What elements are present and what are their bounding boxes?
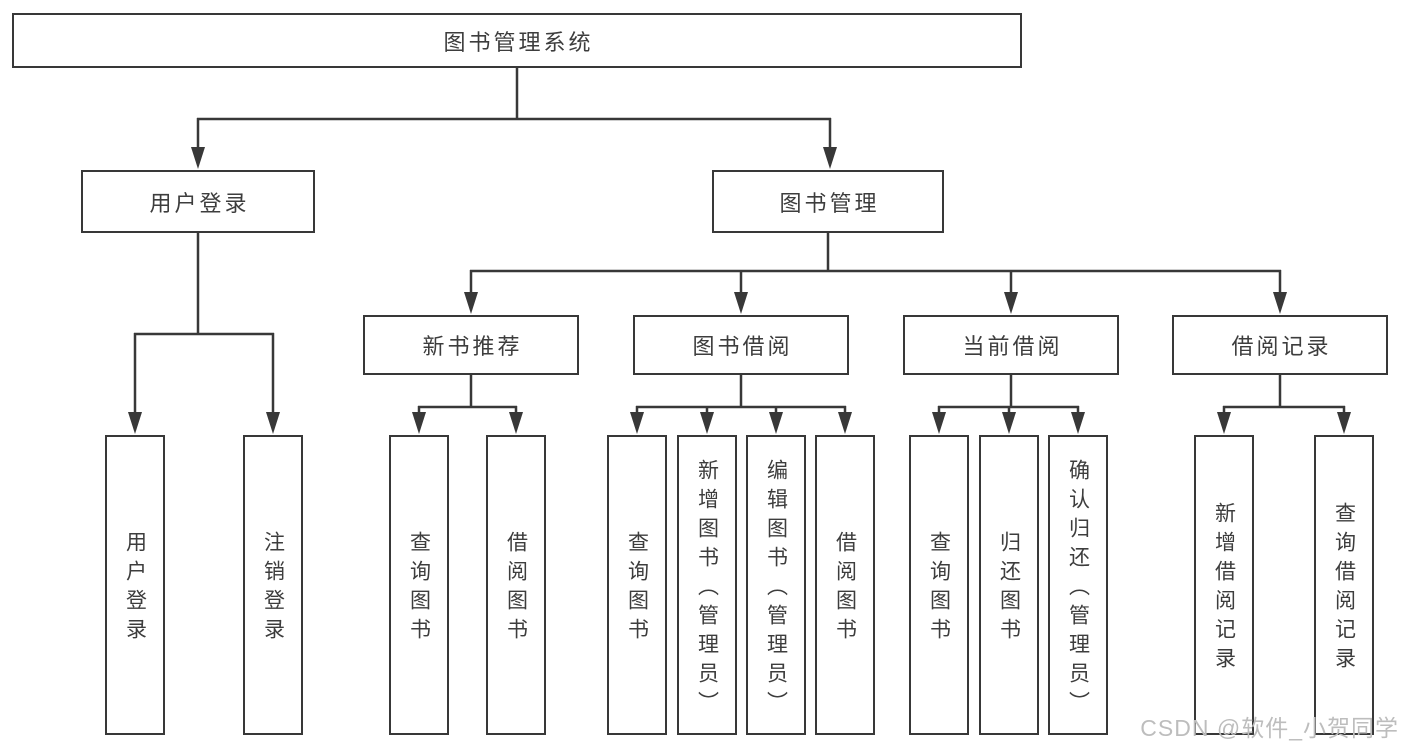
- leaf-logout-login-label: 注销登录: [261, 531, 285, 647]
- node-borrow-records-label: 借阅记录: [1231, 334, 1332, 359]
- leaf-query-books-newbook-label: 查询图书: [407, 531, 431, 647]
- connector-userlogin-to-leaves: [133, 233, 275, 415]
- leaf-confirm-return-admin: 确认归还（管理员）: [1048, 435, 1108, 735]
- node-library-system: 图书管理系统: [12, 13, 1022, 68]
- leaf-borrow-books-borrow-label: 借阅图书: [833, 531, 857, 647]
- leaf-query-books-current: 查询图书: [909, 435, 969, 735]
- leaf-logout-login: 注销登录: [243, 435, 303, 735]
- connector-newbook-to-leaves: [417, 375, 518, 416]
- node-current-borrow-label: 当前借阅: [962, 334, 1063, 359]
- leaf-borrow-books-borrow: 借阅图书: [815, 435, 875, 735]
- leaf-query-books-borrow-label: 查询图书: [625, 531, 649, 647]
- leaf-add-book-admin: 新增图书（管理员）: [677, 435, 737, 735]
- node-new-book-recommend: 新书推荐: [363, 315, 579, 375]
- leaf-query-borrow-record: 查询借阅记录: [1314, 435, 1374, 735]
- watermark: CSDN @软件_小贺同学: [1140, 715, 1399, 741]
- connector-borrowrecord-to-leaves: [1222, 375, 1346, 416]
- leaf-query-borrow-record-label: 查询借阅记录: [1332, 502, 1356, 676]
- leaf-add-book-admin-label: 新增图书（管理员）: [695, 458, 719, 720]
- node-new-book-recommend-label: 新书推荐: [422, 334, 523, 359]
- leaf-user-login: 用户登录: [105, 435, 165, 735]
- node-user-login-label: 用户登录: [149, 190, 250, 216]
- node-book-management-label: 图书管理: [779, 190, 880, 216]
- node-book-management: 图书管理: [712, 170, 944, 233]
- node-borrow-records: 借阅记录: [1172, 315, 1388, 375]
- connector-currentborrow-to-leaves: [937, 375, 1080, 416]
- node-book-borrow-label: 图书借阅: [692, 334, 793, 359]
- node-library-system-label: 图书管理系统: [443, 29, 594, 55]
- leaf-edit-book-admin-label: 编辑图书（管理员）: [764, 458, 788, 720]
- leaf-query-books-newbook: 查询图书: [389, 435, 449, 735]
- connector-root-to-level2: [196, 68, 832, 150]
- leaf-return-books: 归还图书: [979, 435, 1039, 735]
- node-book-borrow: 图书借阅: [633, 315, 849, 375]
- leaf-edit-book-admin: 编辑图书（管理员）: [746, 435, 806, 735]
- leaf-add-borrow-record-label: 新增借阅记录: [1212, 502, 1236, 676]
- node-user-login: 用户登录: [81, 170, 315, 233]
- connector-bookmgmt-to-level3: [469, 233, 1282, 295]
- leaf-confirm-return-admin-label: 确认归还（管理员）: [1066, 458, 1090, 720]
- leaf-query-books-current-label: 查询图书: [927, 531, 951, 647]
- leaf-user-login-label: 用户登录: [123, 531, 147, 647]
- connector-bookborrow-to-leaves: [635, 375, 847, 416]
- node-current-borrow: 当前借阅: [903, 315, 1119, 375]
- leaf-borrow-books-newbook-label: 借阅图书: [504, 531, 528, 647]
- leaf-query-books-borrow: 查询图书: [607, 435, 667, 735]
- leaf-add-borrow-record: 新增借阅记录: [1194, 435, 1254, 735]
- leaf-return-books-label: 归还图书: [997, 531, 1021, 647]
- leaf-borrow-books-newbook: 借阅图书: [486, 435, 546, 735]
